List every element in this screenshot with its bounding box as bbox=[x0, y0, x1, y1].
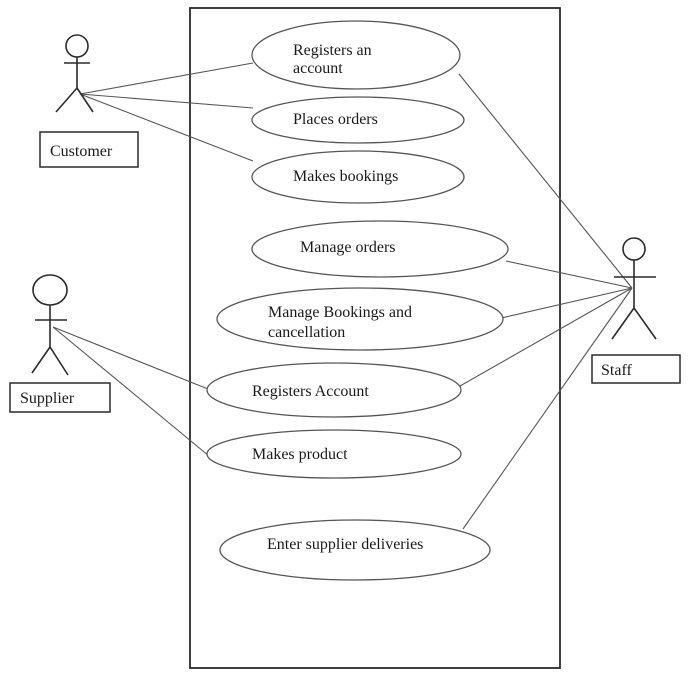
actor-head-icon bbox=[65, 34, 89, 58]
use-case-ellipse bbox=[219, 519, 491, 581]
use-case-ellipse bbox=[251, 20, 461, 90]
use-case-ellipse bbox=[206, 362, 462, 418]
actor-head-icon bbox=[622, 237, 646, 261]
actor-leg-right bbox=[633, 307, 657, 340]
staff-label: Staff bbox=[601, 362, 632, 379]
actor-leg-left bbox=[31, 346, 51, 374]
use-case-ellipse bbox=[216, 287, 504, 351]
actor-leg-right bbox=[76, 87, 94, 113]
association-staff-manage-bookings-and-cancellation bbox=[496, 287, 633, 320]
association-staff-registers-an-account bbox=[458, 73, 633, 289]
use-case-label: account bbox=[293, 60, 343, 77]
use-case-manage-orders: Manage orders bbox=[251, 220, 509, 278]
use-case-ellipse bbox=[251, 220, 509, 278]
actor-leg-left bbox=[55, 87, 78, 113]
system-boundary bbox=[189, 7, 561, 669]
association-supplier-makes-product bbox=[52, 326, 210, 457]
actor-head-icon bbox=[32, 274, 68, 306]
use-case-manage-bookings-and-cancellation: Manage Bookings and cancellation bbox=[216, 287, 504, 351]
actor-staff: Staff bbox=[591, 237, 681, 384]
use-case-makes-product: Makes product bbox=[206, 429, 462, 479]
use-case-makes-bookings: Makes bookings bbox=[251, 150, 465, 204]
use-case-label: Manage orders bbox=[300, 239, 396, 256]
use-case-label: Registers an bbox=[293, 42, 372, 59]
use-case-label: Places orders bbox=[293, 111, 378, 128]
staff-label-box bbox=[591, 354, 681, 384]
actor-supplier: Supplier bbox=[9, 274, 111, 413]
association-staff-enter-supplier-deliveries bbox=[462, 287, 633, 530]
actor-customer: Customer bbox=[39, 34, 139, 168]
customer-label-box bbox=[39, 131, 139, 168]
actor-leg-left bbox=[611, 307, 635, 340]
use-case-ellipse bbox=[206, 429, 462, 479]
use-case-ellipse bbox=[251, 150, 465, 204]
supplier-label: Supplier bbox=[20, 390, 75, 407]
association-supplier-registers-account bbox=[52, 326, 209, 390]
association-staff-registers-account bbox=[459, 287, 633, 387]
supplier-label-box bbox=[9, 382, 111, 413]
actor-leg-right bbox=[49, 346, 69, 376]
customer-label: Customer bbox=[50, 143, 113, 160]
use-case-enter-supplier-deliveries: Enter supplier deliveries bbox=[219, 519, 491, 581]
use-case-label: Manage Bookings and bbox=[268, 304, 412, 321]
use-case-label: cancellation bbox=[268, 324, 345, 341]
association-staff-manage-orders bbox=[505, 260, 633, 289]
association-customer-registers-an-account bbox=[79, 62, 254, 95]
use-case-label: Makes product bbox=[252, 446, 348, 463]
associations bbox=[52, 62, 633, 530]
use-case-ellipse bbox=[251, 96, 465, 144]
use-case-places-orders: Places orders bbox=[251, 96, 465, 144]
use-case-registers-account: Registers Account bbox=[206, 362, 462, 418]
use-case-label: Registers Account bbox=[252, 383, 369, 400]
association-customer-places-orders bbox=[79, 93, 254, 109]
use-case-registers-an-account: Registers an account bbox=[251, 20, 461, 90]
use-case-label: Enter supplier deliveries bbox=[267, 536, 423, 553]
association-customer-makes-bookings bbox=[79, 93, 254, 162]
use-case-label: Makes bookings bbox=[293, 168, 398, 185]
